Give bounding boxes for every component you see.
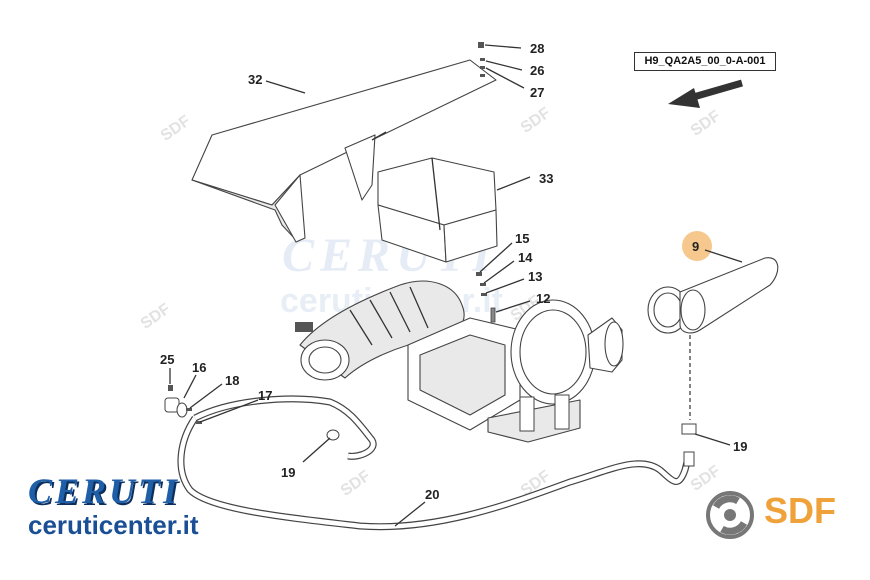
callout-9: 9: [692, 239, 699, 254]
callout-19-left: 19: [281, 465, 295, 480]
callout-27: 27: [530, 85, 544, 100]
fasteners-mid: [476, 272, 496, 323]
callout-14: 14: [518, 250, 533, 265]
callout-13: 13: [528, 269, 542, 284]
callout-19-right: 19: [733, 439, 747, 454]
part-9-precleaner: [647, 257, 779, 435]
sdf-logo-icon: [706, 491, 754, 539]
callout-33: 33: [539, 171, 553, 186]
callout-26: 26: [530, 63, 544, 78]
small-parts-left: [164, 385, 340, 441]
callout-12: 12: [536, 291, 550, 306]
callout-28: 28: [530, 41, 544, 56]
callout-17: 17: [258, 388, 272, 403]
intake-hose: [295, 280, 465, 381]
callout-32: 32: [248, 72, 262, 87]
callout-16: 16: [192, 360, 206, 375]
leader-lines: [169, 44, 743, 527]
filter-housing: [407, 299, 624, 443]
callout-20: 20: [425, 487, 439, 502]
ceruti-site-link[interactable]: ceruticenter.it: [28, 510, 199, 540]
callout-18: 18: [225, 373, 239, 388]
callout-15: 15: [515, 231, 529, 246]
part-32-cover: [191, 59, 497, 243]
direction-arrow: [668, 79, 743, 108]
part-20-hose: [177, 395, 695, 531]
ceruti-logo: CERUTI: [28, 471, 181, 511]
part-33-bracket: [377, 157, 498, 263]
fasteners-top: [478, 42, 485, 77]
diagram-reference-code: H9_QA2A5_00_0-A-001: [634, 52, 776, 71]
highlight-marker: [682, 231, 712, 261]
sdf-logo-text: SDF: [764, 490, 836, 531]
callout-25: 25: [160, 352, 174, 367]
